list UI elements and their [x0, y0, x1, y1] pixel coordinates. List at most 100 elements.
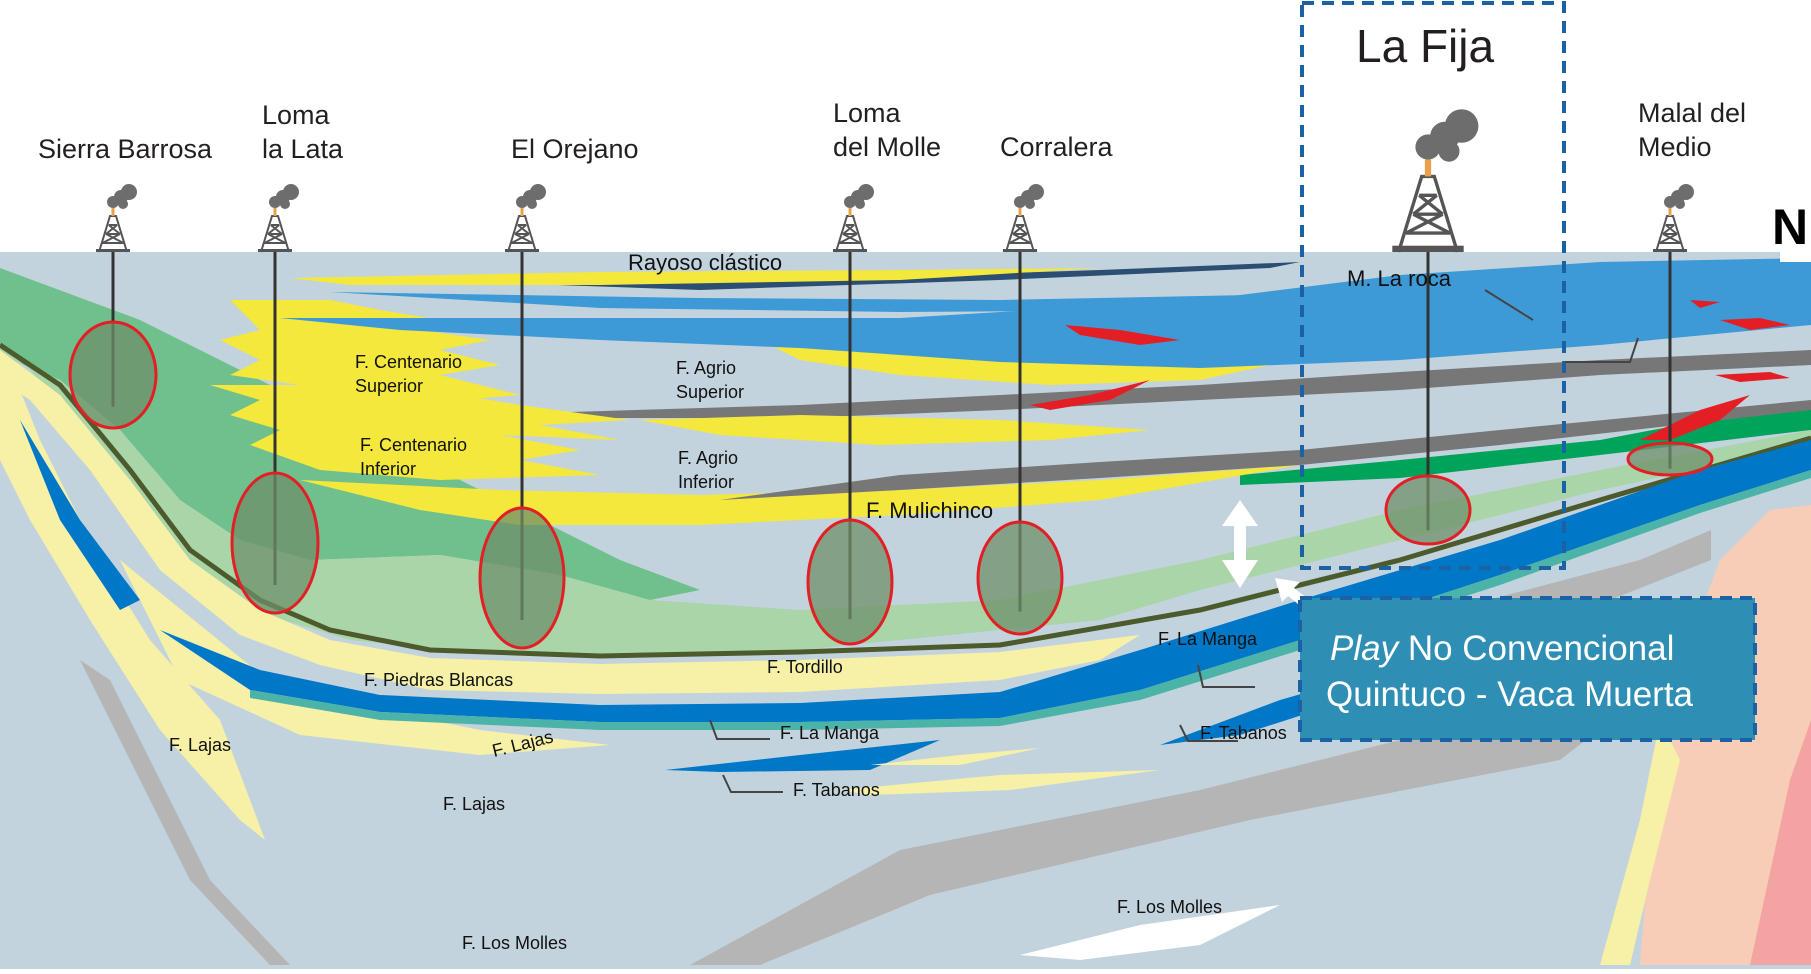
smoke-puff — [121, 184, 137, 200]
flare-stack — [111, 208, 115, 216]
label-rayoso: Rayoso clástico — [628, 250, 782, 275]
smoke-puff — [118, 199, 128, 209]
smoke-icon — [107, 184, 137, 209]
rayoso-yellow-band — [290, 268, 1100, 285]
label-agrio-inf-1: F. Agrio — [678, 448, 738, 468]
smoke-puff — [1678, 184, 1694, 200]
label-lajas-left: F. Lajas — [169, 735, 231, 755]
well-label-el-orejano: El Orejano — [511, 134, 639, 164]
label-los-molles-left: F. Los Molles — [462, 933, 567, 953]
red-lens-2 — [1030, 380, 1150, 410]
well-loma-del-molle — [806, 184, 894, 646]
label-la-manga-low: F. La Manga — [780, 723, 880, 743]
leader-la-manga-right — [1197, 664, 1255, 688]
smoke-puff — [527, 199, 537, 209]
smoke-puff — [1675, 199, 1685, 209]
red-lens-4 — [1720, 318, 1790, 330]
agrio-gray-lower — [720, 400, 1811, 500]
well-label-sierra-barrosa: Sierra Barrosa — [38, 134, 213, 164]
well-corralera — [976, 184, 1064, 636]
tordillo-band — [0, 350, 1140, 694]
sky — [0, 0, 1811, 252]
north-label: N — [1772, 199, 1808, 255]
well-target-ellipse — [976, 520, 1064, 636]
centenario-inferior — [210, 385, 630, 480]
well-target-ellipse — [806, 518, 894, 646]
flare-stack — [848, 208, 852, 216]
label-mulichinco: F. Mulichinco — [866, 498, 993, 523]
smoke-icon — [1415, 109, 1479, 162]
flare-stack — [1018, 208, 1022, 216]
derrick-base — [1392, 245, 1464, 252]
smoke-puff — [1444, 109, 1479, 143]
play-box-italic: Play — [1330, 629, 1401, 668]
los-molles-white-lens — [1020, 905, 1280, 960]
basement-edge-yellow — [1600, 720, 1680, 965]
la-manga-main-band — [160, 440, 1811, 722]
play-box — [1298, 596, 1757, 742]
well-label-malal-2: Medio — [1638, 132, 1712, 162]
label-centenario-inf-1: F. Centenario — [360, 435, 467, 455]
well-label-loma-del-molle-1: Loma — [833, 98, 902, 128]
basement-pink — [1750, 720, 1811, 965]
smoke-puff — [1025, 199, 1035, 209]
green-light-package — [0, 345, 1811, 655]
flare-stack — [520, 208, 524, 216]
derrick-base — [1653, 249, 1687, 252]
leader-la-manga-low — [709, 719, 770, 740]
label-tabanos-low: F. Tabanos — [793, 780, 880, 800]
label-agrio-sup-1: F. Agrio — [676, 358, 736, 378]
smoke-puff — [280, 199, 290, 209]
smoke-icon — [1664, 184, 1694, 209]
smoke-puff — [1438, 140, 1460, 162]
centenario-superior — [220, 300, 520, 400]
sky-right-gap — [1780, 252, 1811, 262]
well-sierra-barrosa — [68, 184, 158, 430]
smoke-puff — [530, 184, 546, 200]
label-tabanos-right: F. Tabanos — [1200, 723, 1287, 743]
well-target-ellipse — [68, 320, 158, 430]
flare-stack — [1668, 208, 1672, 216]
flare-stack — [1424, 159, 1432, 177]
leader-tabanos-low — [722, 774, 783, 793]
flare-stack — [273, 208, 277, 216]
smoke-icon — [844, 184, 874, 209]
smoke-puff — [858, 184, 874, 200]
well-malal-del-medio — [1626, 184, 1714, 477]
label-piedras-blancas: F. Piedras Blancas — [364, 670, 513, 690]
red-lens-5 — [1715, 372, 1790, 382]
leader-tabanos-right — [1179, 724, 1238, 742]
label-la-roca: M. La roca — [1347, 266, 1452, 291]
smoke-puff — [283, 184, 299, 200]
red-lens-6 — [1640, 395, 1750, 440]
smoke-icon — [516, 184, 546, 209]
los-molles-band-left — [80, 660, 290, 965]
red-lens-1 — [1065, 325, 1180, 345]
well-label-malal-1: Malal del — [1638, 98, 1746, 128]
well-label-corralera: Corralera — [1000, 132, 1114, 162]
label-los-molles-right: F. Los Molles — [1117, 897, 1222, 917]
la-manga-left-blue — [20, 420, 140, 610]
label-agrio-inf-2: Inferior — [678, 472, 734, 492]
lajas-wedge-left — [0, 340, 265, 840]
well-el-orejano — [478, 184, 566, 650]
label-agrio-sup-2: Superior — [676, 382, 744, 402]
red-lens-3 — [1690, 300, 1720, 308]
label-centenario-inf-2: Inferior — [360, 459, 416, 479]
play-box-line1-rest: No Convencional — [1398, 629, 1674, 668]
smoke-icon — [1014, 184, 1044, 209]
well-la-fija — [1384, 109, 1479, 546]
green-bright-band — [1240, 400, 1811, 485]
label-centenario-sup-2: Superior — [355, 376, 423, 396]
tabanos-lower-lens — [665, 740, 940, 772]
well-loma-la-lata — [230, 184, 320, 615]
la-roca-blue-upper — [330, 280, 1500, 312]
well-label-loma-la-lata-1: Loma — [262, 100, 331, 130]
derrick-base — [505, 249, 539, 252]
leader-la-roca — [1484, 289, 1534, 321]
leader-right — [1565, 337, 1639, 363]
label-la-manga-right: F. La Manga — [1158, 629, 1258, 649]
la-fija-dashed-box — [1300, 1, 1566, 570]
